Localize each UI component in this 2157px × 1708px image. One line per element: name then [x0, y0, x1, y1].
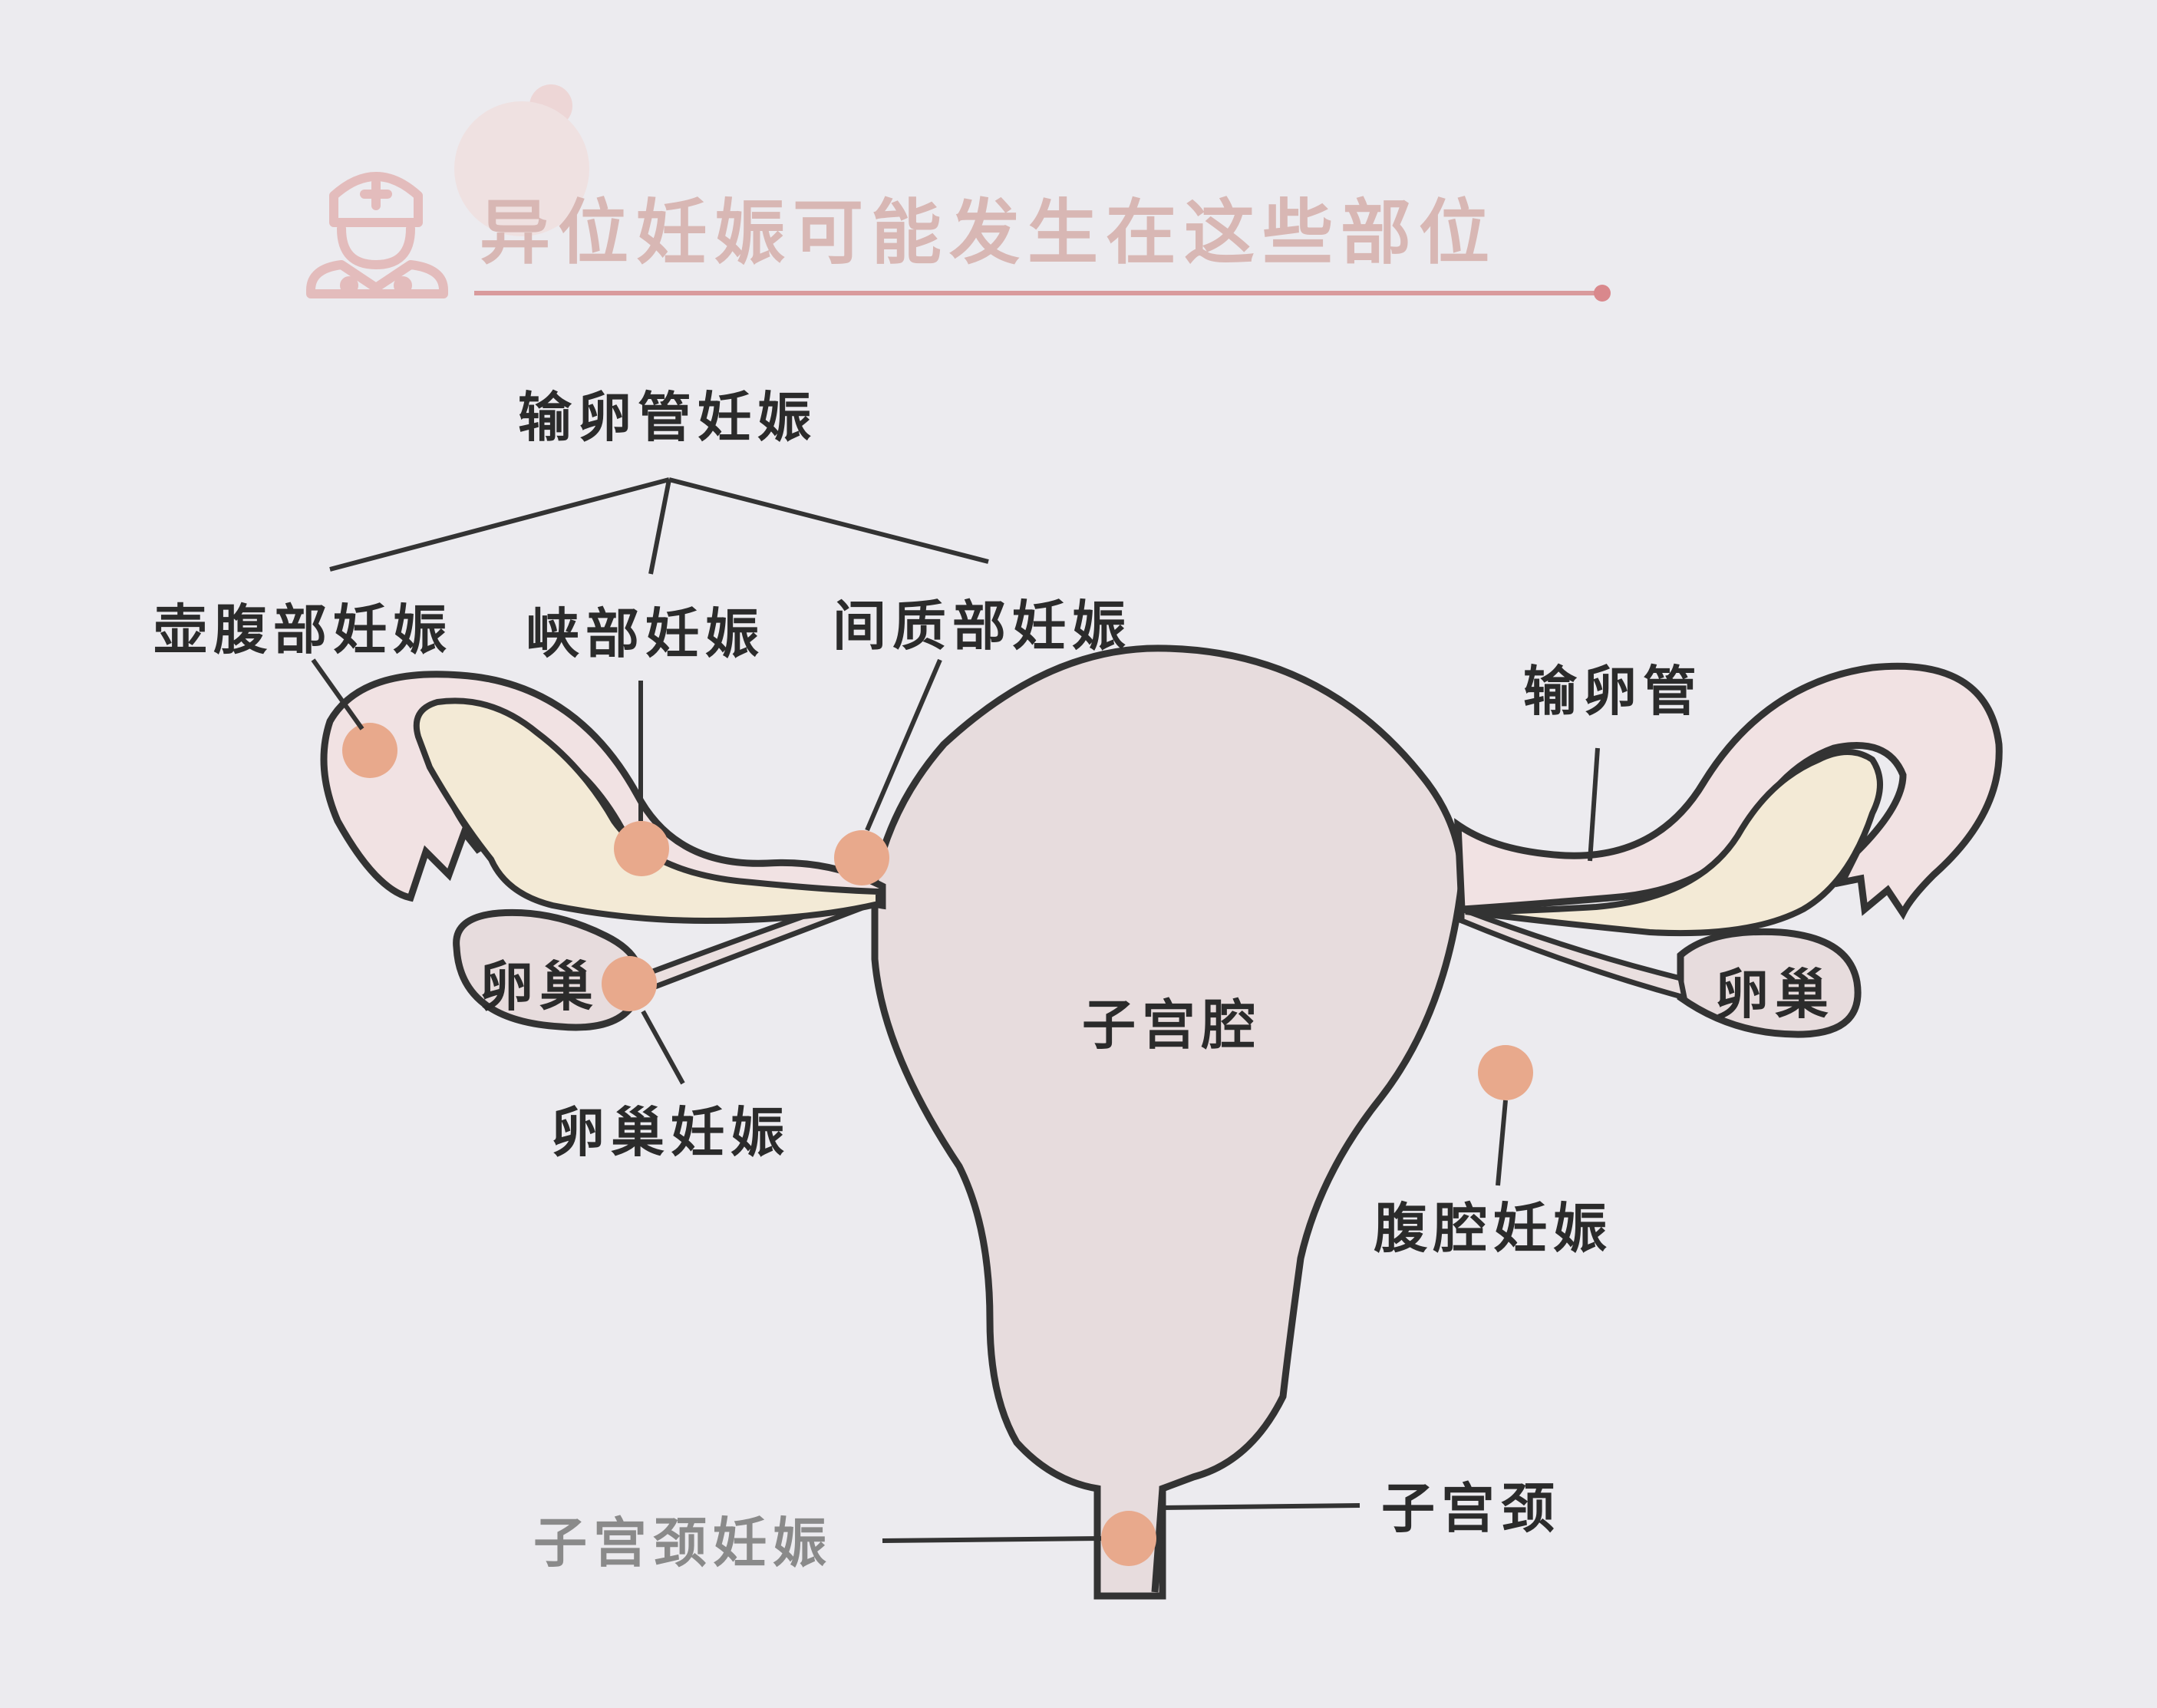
header: 异位妊娠可能发生在这些部位	[306, 84, 1611, 302]
leader-abdominal	[1496, 1100, 1508, 1186]
leader-interstitial	[865, 658, 942, 832]
label-ampullary-pregnancy: 壶腹部妊娠	[153, 598, 453, 661]
label-cervix: 子宫颈	[1381, 1477, 1561, 1540]
site-isthmic-marker	[614, 821, 669, 876]
tube-lumen-right	[1465, 749, 1883, 937]
label-ovarian-pregnancy: 卵巢妊娠	[551, 1101, 790, 1164]
uterus	[871, 645, 1466, 1600]
tubal-bracket-left	[329, 477, 670, 572]
ovary-right	[1677, 928, 1862, 1038]
leader-ampullary	[311, 658, 364, 730]
label-ovary-right: 卵巢	[1715, 963, 1835, 1026]
label-tubal-pregnancy: 输卵管妊娠	[518, 386, 817, 449]
site-interstitial-marker	[834, 830, 889, 885]
leader-ovarian	[641, 1010, 685, 1085]
label-isthmic-pregnancy: 峡部妊娠	[526, 602, 765, 665]
doctor-icon	[306, 172, 448, 298]
tubal-bracket-mid	[648, 479, 671, 575]
leader-tube	[1588, 747, 1600, 862]
title-underline-dot	[1594, 285, 1611, 302]
site-cervical-marker	[1101, 1511, 1156, 1566]
ovarian-ligament-right	[1459, 905, 1688, 1001]
leader-cervical	[882, 1536, 1102, 1543]
leader-lines	[311, 477, 1600, 1543]
site-ampullary-marker	[342, 723, 397, 778]
decor-circle-large	[454, 101, 589, 236]
label-abdominal-pregnancy: 腹腔妊娠	[1374, 1197, 1613, 1260]
page-title: 异位妊娠可能发生在这些部位	[480, 192, 1497, 274]
leader-cervix	[1162, 1503, 1360, 1510]
label-cervical-pregnancy: 子宫颈妊娠	[533, 1512, 833, 1574]
site-abdominal-marker	[1478, 1045, 1533, 1100]
label-fallopian-tube: 输卵管	[1523, 660, 1703, 723]
tube-lumen-left	[413, 697, 882, 925]
label-interstitial-pregnancy: 间质部妊娠	[833, 595, 1132, 658]
label-uterine-cavity: 子宫腔	[1082, 994, 1262, 1057]
site-ovarian-marker	[602, 956, 657, 1011]
label-ovary-left: 卵巢	[480, 955, 599, 1018]
tubal-bracket-right	[668, 477, 989, 564]
cervix-right-wall	[1151, 1488, 1166, 1593]
